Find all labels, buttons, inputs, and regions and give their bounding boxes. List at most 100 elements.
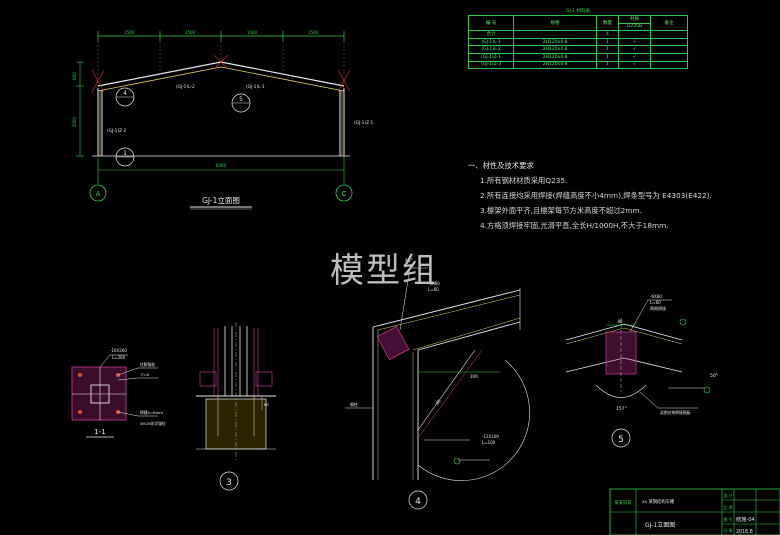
watermark: 模型组 bbox=[330, 251, 438, 291]
mt-cell: 1 bbox=[595, 45, 620, 54]
d4-dim-a: 100 bbox=[470, 374, 478, 379]
detail-5: 80 -6X80 L=60 两侧焊接 50° 157° 双侧对称焊接钢板 5 bbox=[565, 294, 718, 448]
detail-1-1: -16X260 L=260 柱脚锚栓 -T=8 焊缝h=8mm 4M16化学锚栓… bbox=[71, 348, 166, 438]
tb-label-3: 图 号 bbox=[724, 517, 733, 522]
mt-header-material: 材质 bbox=[618, 15, 651, 24]
elev-roof-dim: 800 bbox=[72, 72, 77, 80]
d5-note-2: L=60 bbox=[650, 300, 661, 305]
tb-label-1: 设 计 bbox=[724, 493, 733, 498]
notes-heading: 一、材性及技术要求 bbox=[468, 161, 534, 170]
d11-plate-len: L=260 bbox=[112, 355, 126, 360]
elev-marker-1: 1 bbox=[123, 150, 127, 157]
left-rafter-label: (GJ-1)L-2 bbox=[176, 84, 195, 90]
tb-sheet: 结施-04 bbox=[736, 515, 756, 523]
mt-cell: 4 bbox=[595, 30, 620, 39]
d5-angle-b: 157° bbox=[616, 406, 627, 412]
d11-side-note: 柱脚锚栓 bbox=[140, 362, 155, 367]
d3-dim: 60 bbox=[264, 402, 269, 407]
d4-marker: 4 bbox=[415, 497, 421, 507]
axis-c-marker bbox=[335, 184, 353, 202]
d11-stiffener: -T=8 bbox=[140, 372, 150, 377]
mt-cell: (GJ-1)Z-2 bbox=[467, 60, 515, 70]
note-item-4: 4.方格须焊接牢固,光滑平直,全长H/1000H,不大于18mm. bbox=[480, 221, 669, 230]
mt-cell: 1 bbox=[595, 37, 620, 47]
mt-cell: 2H120x4.8 bbox=[513, 37, 597, 47]
mt-cell bbox=[649, 52, 689, 62]
title-block: 某某科技 xx 某钢结构车棚 GJ-1立面图 设 计 比 例 图 号 日 期 结… bbox=[609, 488, 780, 535]
left-column-label: (GJ-1)Z-2 bbox=[107, 128, 126, 134]
mt-cell: (GJ-1)Z-1 bbox=[467, 52, 515, 62]
mt-cell bbox=[618, 30, 651, 39]
mt-cell: √ bbox=[618, 45, 651, 54]
top-dim-2: 1500 bbox=[185, 30, 196, 35]
mt-header-code: 编 号 bbox=[467, 14, 515, 32]
table-row: 合计 4 bbox=[467, 30, 689, 39]
mt-cell: 1 bbox=[595, 60, 620, 70]
elev-height-dim: 3000 bbox=[72, 116, 77, 127]
tb-label-2: 比 例 bbox=[724, 505, 733, 510]
d4-angle: 45° bbox=[405, 258, 413, 264]
mt-header-q235b: Q235B bbox=[618, 22, 651, 32]
mt-cell bbox=[649, 30, 689, 39]
right-column-label: (GJ-1)Z-1 bbox=[354, 120, 373, 126]
d5-dim: 80 bbox=[617, 319, 623, 324]
mt-cell: 2H120x4.8 bbox=[513, 60, 597, 70]
mt-cell: √ bbox=[618, 60, 651, 70]
tb-date: 2016.8 bbox=[736, 529, 753, 535]
mt-cell: 2H120x4.8 bbox=[513, 52, 597, 62]
d4-top-note-2: L=60 bbox=[428, 287, 439, 292]
mt-cell: 合计 bbox=[467, 30, 515, 39]
d3-marker: 3 bbox=[226, 478, 232, 488]
top-dim-4: 1500 bbox=[308, 30, 319, 35]
mt-cell: 1 bbox=[595, 52, 620, 62]
gj1-elevation: A C 800 3000 6000 1500 1500 1500 1500 (G… bbox=[72, 30, 373, 210]
mt-cell: (GJ-1)L-2 bbox=[467, 45, 515, 54]
d4-top-note-1: -6X80 bbox=[428, 281, 440, 286]
tb-drawing: GJ-1立面图 bbox=[645, 521, 675, 529]
d11-label: 1-1 bbox=[94, 428, 105, 436]
tb-company: 某某科技 bbox=[614, 499, 632, 506]
d5-note-1: -6X80 bbox=[650, 294, 662, 299]
right-rafter-label: (GJ-1)L-1 bbox=[246, 84, 265, 90]
axis-a-label: A bbox=[96, 190, 101, 198]
mt-cell bbox=[649, 37, 689, 47]
d4-dim-b: 80 bbox=[435, 398, 442, 405]
d5-bottom-note: 双侧对称焊接钢板 bbox=[660, 410, 691, 415]
mt-cell bbox=[649, 60, 689, 70]
mt-cell bbox=[513, 30, 597, 39]
detail-4: 100 80 45° -6X80 L=60 -12X100 L=100 钢柱 4 bbox=[345, 258, 530, 510]
axis-c-label: C bbox=[342, 190, 347, 198]
elev-marker-4: 4 bbox=[123, 90, 127, 97]
d4-bottom-note-1: -12X100 bbox=[482, 434, 499, 439]
mt-cell: 2H120x4.8 bbox=[513, 45, 597, 54]
note-item-2: 2.所有连接均采用焊接(焊缝高度不小4mm),焊条型号为 E4303(E422)… bbox=[480, 191, 712, 200]
top-dim-3: 1500 bbox=[247, 30, 258, 35]
material-table-title: GJ-1 材料表 bbox=[565, 8, 591, 14]
d4-col-note: 钢柱 bbox=[350, 401, 358, 407]
tb-label-4: 日 期 bbox=[724, 528, 733, 533]
mt-header-remark: 备注 bbox=[649, 14, 689, 32]
elevation-title: GJ-1立面图 bbox=[202, 195, 240, 205]
axis-a-marker bbox=[89, 184, 107, 202]
d11-bolt-note: 4M16化学锚栓 bbox=[140, 421, 166, 426]
mt-cell: √ bbox=[618, 52, 651, 62]
tb-project: xx 某钢结构车棚 bbox=[642, 498, 674, 505]
mt-cell: √ bbox=[618, 37, 651, 47]
mt-cell bbox=[649, 45, 689, 54]
d11-plate: -16X260 bbox=[110, 348, 127, 353]
detail-3: 60 3 bbox=[196, 322, 276, 491]
note-item-3: 3.檩架外面平齐,且檩架每节方米高度不超过2mm. bbox=[480, 206, 642, 215]
elev-span-dim: 6000 bbox=[216, 163, 227, 168]
mt-header-qty: 数量 bbox=[595, 14, 620, 32]
technical-notes: 一、材性及技术要求 1.所有钢材材质采用Q235. 2.所有连接均采用焊接(焊缝… bbox=[468, 158, 712, 233]
d5-angle-a: 50° bbox=[710, 373, 718, 379]
d5-note-3: 两侧焊接 bbox=[650, 305, 666, 311]
elev-marker-5: 5 bbox=[239, 96, 243, 103]
mt-cell: (GJ-1)L-1 bbox=[467, 37, 515, 47]
